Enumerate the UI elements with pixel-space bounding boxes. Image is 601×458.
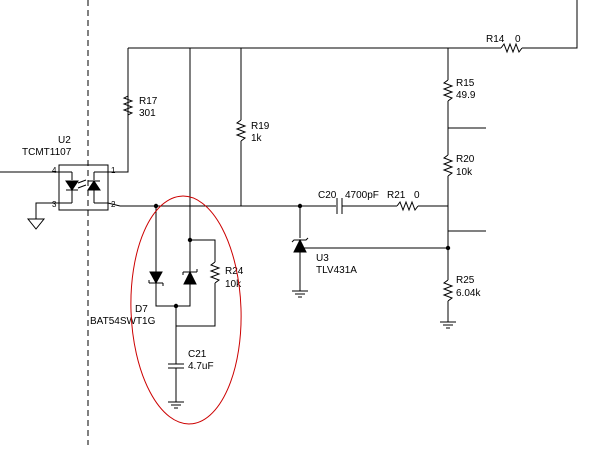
r21-ref: R21 [387,190,406,201]
capacitor-icon [168,363,184,369]
r19-ref: R19 [251,121,270,132]
u2-pin-3: 3 [52,200,57,209]
r24-ref: R24 [225,266,244,277]
junction-dot [445,245,451,251]
d7-value: BAT54SWT1G [90,316,156,327]
r19-resistor: R19 1k [235,119,270,144]
r14-ref: R14 [486,34,505,45]
r15-resistor: R15 49.9 [442,78,476,102]
resistor-icon [442,279,454,302]
r15-ref: R15 [456,78,475,89]
r19-value: 1k [251,133,263,144]
r21-resistor: R21 0 [387,190,420,212]
u3-regulator: U3 TLV431A [291,237,357,276]
zener-diode-icon [291,237,309,253]
r17-resistor: R17 301 [122,95,158,119]
c20-value: 4700pF [345,190,379,201]
u2-pin1-wire [108,118,129,173]
r15-value: 49.9 [456,90,476,101]
optocoupler-icon [59,171,108,204]
resistor-icon [500,42,523,54]
r21-value: 0 [414,190,420,201]
resistor-icon [396,200,419,212]
resistor-icon [442,154,454,177]
r24-value: 10k [225,279,242,290]
r25-ref: R25 [456,275,475,286]
capacitor-icon [336,198,343,214]
r25-value: 6.04k [456,288,481,299]
d7-ref: D7 [135,304,148,315]
u2-pin-1: 1 [111,166,116,175]
ground-icon [26,218,46,230]
resistor-icon [442,79,454,102]
r25-resistor: R25 6.04k [442,275,481,302]
u3-ref: U3 [316,253,329,264]
c21-ref: C21 [188,349,207,360]
r17-value: 301 [139,108,156,119]
u2-pin3-wire [35,202,59,219]
r20-resistor: R20 10k [442,154,475,178]
r20-ref: R20 [456,154,475,165]
r14-right-wire [522,0,578,49]
c20-capacitor: C20 4700pF [318,190,379,214]
r17-ref: R17 [139,96,158,107]
c21-value: 4.7uF [188,361,214,372]
u2-value: TCMT1107 [22,147,72,158]
r24-bottom-wire [176,283,216,327]
r14-value: 0 [515,34,521,45]
u2-pin2-wire [107,202,121,207]
u3-value: TLV431A [316,265,357,276]
r14-resistor: R14 0 [486,34,523,54]
diode-icon [148,271,164,286]
r24-resistor: R24 10k [209,261,244,290]
u2-ref: U2 [58,135,71,146]
ground-icon [292,290,308,298]
resistor-icon [235,119,247,142]
u2-pin-4: 4 [52,166,57,175]
c21-capacitor: C21 4.7uF [168,349,214,372]
c20-ref: C20 [318,190,337,201]
resistor-icon [209,261,221,284]
r20-value: 10k [456,167,473,178]
diode-icon [182,269,198,285]
highlight-ellipse [130,195,242,425]
r24-top-wire [190,239,216,262]
d7-diode-pair: D7 BAT54SWT1G [90,206,198,327]
optocoupler-body [58,164,109,211]
ground-icon [168,401,184,409]
resistor-icon [122,95,134,118]
ground-icon [440,321,456,329]
